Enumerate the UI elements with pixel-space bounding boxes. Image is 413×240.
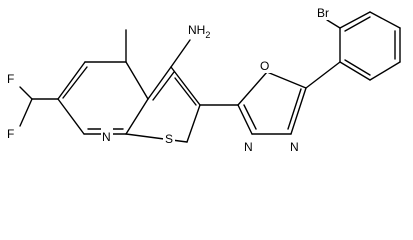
bond-phenyl-3 — [369, 11, 401, 29]
atom-o: O — [260, 59, 269, 73]
bond-pyridine-1 — [57, 61, 86, 100]
bond-phenyl-5 — [369, 61, 401, 81]
bond-oxadiazole-2 — [266, 71, 307, 89]
bond-pyridine-3 — [125, 61, 149, 100]
atom-n-pyridine: N — [102, 130, 111, 144]
bond-br — [326, 19, 341, 29]
bond-oxadiazole-3-double — [287, 88, 302, 130]
bond-layer — [19, 11, 401, 143]
bond-thiophene-2 — [170, 66, 201, 106]
bond-oxadiazole-5 — [237, 104, 253, 135]
atom-s: S — [165, 132, 173, 146]
atom-n-right: N — [290, 140, 299, 154]
bond-oxadiazole-3 — [290, 87, 307, 135]
atom-f-bottom: F — [7, 127, 14, 141]
bond-thiophene-1-double — [152, 71, 175, 101]
atom-n-left: N — [244, 140, 253, 154]
bond-pyridine-4 — [125, 98, 149, 135]
atom-nh2: NH2 — [188, 23, 210, 40]
bond-thiophene-3 — [186, 104, 201, 143]
bond-thiophene-1 — [147, 66, 172, 100]
bond-phenyl-link — [305, 61, 341, 89]
bond-oxadiazole-5-double — [243, 104, 257, 130]
bond-amine — [170, 39, 191, 68]
bond-phenyl-2-double — [344, 16, 371, 32]
atom-f-top: F — [7, 72, 14, 86]
bond-thiophene-4 — [125, 133, 188, 143]
bond-phenyl-2 — [339, 11, 371, 29]
bond-phenyl-6-double — [344, 59, 371, 76]
bond-oxadiazole-1 — [237, 71, 268, 106]
atom-br: Br — [317, 6, 329, 20]
bond-pyridine-6 — [57, 98, 85, 135]
bond-phenyl-6 — [339, 61, 371, 81]
bond-pyridine-1-double — [62, 66, 88, 99]
bond-cf-bottom — [19, 98, 33, 127]
atom-label-layer: NH2 Br O N N N S F F — [6, 4, 333, 154]
bond-cf-top — [19, 86, 33, 100]
molecule-structure: NH2 Br O N N N S F F — [6, 4, 401, 154]
bond-thiophene-2-double — [174, 77, 197, 106]
